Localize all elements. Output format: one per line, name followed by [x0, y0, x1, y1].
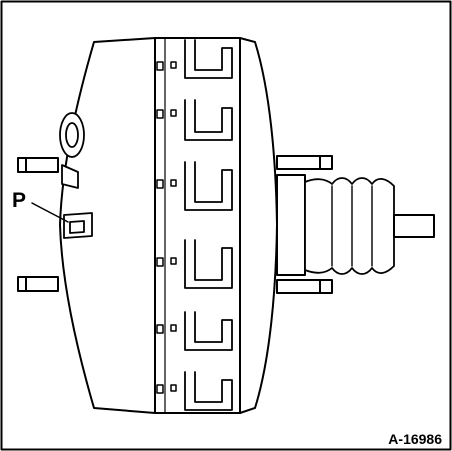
right-mounting-studs — [276, 155, 333, 294]
housing-flange — [154, 37, 241, 414]
vacuum-valve — [59, 112, 85, 189]
left-mounting-studs — [17, 157, 59, 292]
callout-leader — [31, 202, 69, 223]
figure-reference-number: A-16986 — [388, 431, 442, 447]
callout-label-p: P — [12, 189, 27, 212]
flange-tabs — [156, 61, 177, 394]
booster-hub — [276, 174, 306, 276]
bellows-boot — [304, 177, 395, 275]
flange-clips — [184, 39, 233, 411]
pushrod — [393, 214, 435, 238]
bellows-ridges — [331, 185, 373, 267]
component-p — [63, 212, 93, 239]
housing-right-dome — [239, 37, 278, 414]
